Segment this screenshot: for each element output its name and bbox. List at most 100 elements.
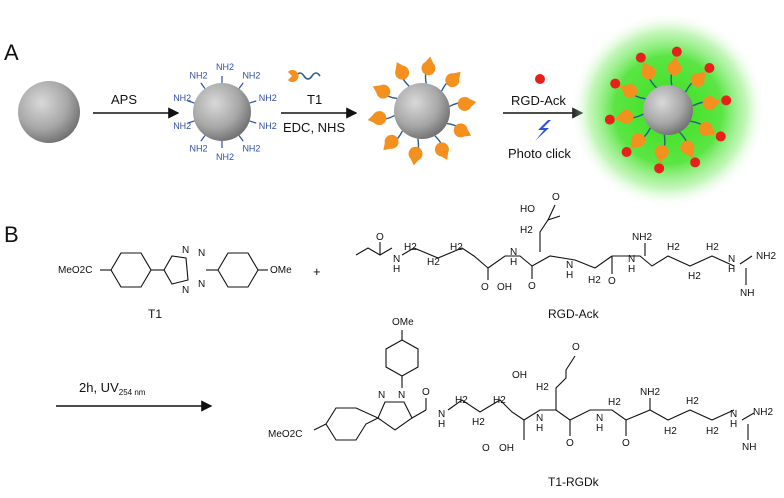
svg-text:O: O <box>566 438 574 449</box>
svg-text:H: H <box>510 257 517 268</box>
amine-bond <box>187 100 195 104</box>
svg-text:H2: H2 <box>588 275 601 286</box>
svg-text:H: H <box>728 264 735 275</box>
amine-bond <box>249 100 257 104</box>
svg-text:N: N <box>378 390 385 401</box>
tetrazole-marker <box>453 123 472 138</box>
amine-group-label: NH2 <box>216 62 234 72</box>
amine-bond <box>200 82 206 89</box>
rgd-peptide-dot <box>654 163 665 174</box>
svg-text:MeO2C: MeO2C <box>58 265 92 276</box>
tetrazole-marker <box>457 96 477 111</box>
tetrazole-marker <box>641 62 656 80</box>
svg-text:N: N <box>198 248 205 259</box>
tetrazole-marker <box>680 140 695 158</box>
svg-text:N: N <box>510 247 517 258</box>
label-rgd-ack: RGD-Ack <box>511 93 566 108</box>
svg-text:O: O <box>422 387 430 398</box>
amine-group-label: NH2 <box>173 93 191 103</box>
amine-group-label: NH2 <box>259 93 277 103</box>
tetrazole-marker <box>383 134 399 151</box>
svg-text:NH2: NH2 <box>753 407 773 418</box>
svg-text:H2: H2 <box>450 242 463 253</box>
plus-sign: + <box>313 264 321 279</box>
panel-label-a: A <box>4 40 19 65</box>
svg-text:H: H <box>628 264 635 275</box>
svg-text:N: N <box>730 409 737 420</box>
svg-text:N: N <box>596 413 603 424</box>
svg-text:OMe: OMe <box>270 265 292 276</box>
svg-text:H2: H2 <box>536 382 549 393</box>
tetrazole-marker <box>654 144 669 164</box>
tetrazole-marker <box>372 84 391 99</box>
svg-text:OMe: OMe <box>392 317 414 328</box>
amine-group-label: NH2 <box>173 121 191 131</box>
compound-label-rgd-ack: RGD-Ack <box>548 307 600 321</box>
amine-bond <box>238 82 244 89</box>
svg-text:H: H <box>393 264 400 275</box>
rgd-peptide-dot <box>690 157 701 168</box>
svg-text:O: O <box>572 342 580 353</box>
svg-text:N: N <box>628 254 635 265</box>
label-edc-nhs: EDC, NHS <box>283 120 345 135</box>
t1-tetrazole-icon <box>288 70 299 82</box>
tetrazole-marker <box>421 56 436 76</box>
svg-text:O: O <box>482 443 490 454</box>
svg-text:H2: H2 <box>520 225 533 236</box>
svg-text:H: H <box>596 423 603 434</box>
amine-group-label: NH2 <box>242 71 260 81</box>
amine-bond <box>249 120 257 124</box>
label-t1: T1 <box>307 92 322 107</box>
svg-text:NH2: NH2 <box>632 232 652 243</box>
svg-text:MeO2C: MeO2C <box>268 429 302 440</box>
tetrazole-marker <box>690 71 706 87</box>
tetrazole-marker <box>619 84 638 99</box>
svg-text:N: N <box>393 254 400 265</box>
t1-linker-icon <box>295 72 321 80</box>
svg-text:H2: H2 <box>667 242 680 253</box>
rgd-peptide-dot <box>704 62 715 73</box>
panel-label-b: B <box>4 222 19 247</box>
reaction-condition: 2h, UV254 nm <box>79 380 146 397</box>
amine-bond <box>187 120 195 124</box>
rgd-peptide-dot <box>721 95 732 106</box>
svg-text:H2: H2 <box>427 257 440 268</box>
svg-text:O: O <box>552 192 560 203</box>
svg-text:O: O <box>528 281 536 292</box>
compound-label-t1: T1 <box>148 307 162 321</box>
tetrazole-marker <box>614 109 634 124</box>
rgd-ack-structure: O N H H2 H2 H2 O OH N H O H2 HO O N H H2… <box>355 192 776 299</box>
svg-text:O: O <box>608 276 616 287</box>
tetrazole-marker <box>630 133 646 149</box>
t1-rgdk-product-structure: OMe N N MeO2C O N H H2 H2 H2 O OH N H O … <box>268 317 773 454</box>
svg-text:H2: H2 <box>608 397 621 408</box>
svg-text:H: H <box>730 419 737 430</box>
rgd-peptide-dot <box>715 131 726 142</box>
tetrazole-marker <box>667 56 682 76</box>
t1-structure: MeO2C N N N N OMe <box>58 245 292 296</box>
svg-text:N: N <box>182 245 189 256</box>
tetrazole-marker <box>367 111 387 126</box>
amine-bond <box>200 135 206 142</box>
t1-functionalized-nanoparticle <box>367 56 477 166</box>
tetrazole-marker <box>408 146 423 166</box>
tetrazole-marker <box>702 96 722 111</box>
svg-text:N: N <box>566 260 573 271</box>
svg-text:N: N <box>438 409 445 420</box>
rgd-conjugated-nanoparticle <box>570 12 766 208</box>
svg-text:H2: H2 <box>706 242 719 253</box>
rgd-ack-dot-icon <box>535 74 545 84</box>
svg-text:O: O <box>622 438 630 449</box>
svg-text:OH: OH <box>512 370 527 381</box>
svg-text:O: O <box>481 282 489 293</box>
amine-bond <box>238 135 244 142</box>
svg-text:N: N <box>182 285 189 296</box>
svg-text:N: N <box>536 413 543 424</box>
tetrazole-marker <box>434 142 449 160</box>
svg-text:H: H <box>438 419 445 430</box>
svg-text:NH2: NH2 <box>640 387 660 398</box>
svg-text:N: N <box>198 279 205 290</box>
svg-text:OH: OH <box>497 282 512 293</box>
